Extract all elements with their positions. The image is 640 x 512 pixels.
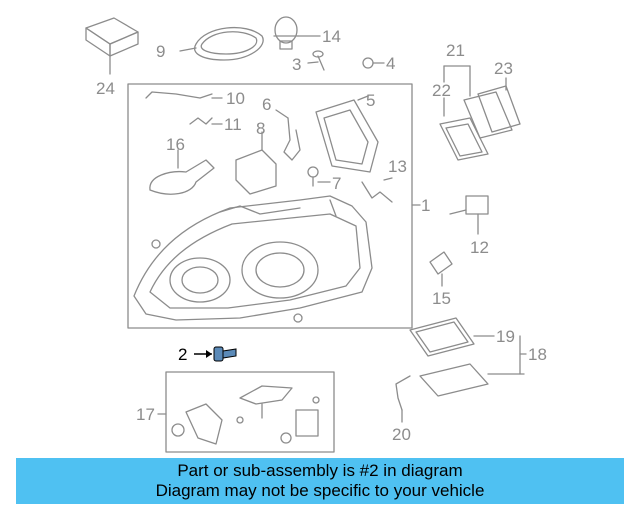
callout-18: 18 bbox=[528, 345, 547, 364]
part-24-control-module bbox=[85, 17, 139, 75]
part-6-harness bbox=[275, 109, 301, 161]
callout-16: 16 bbox=[166, 135, 185, 154]
part-11-wire bbox=[189, 117, 223, 125]
part-17-box bbox=[157, 371, 335, 453]
part-18-20-group bbox=[395, 317, 527, 423]
part-16-socket bbox=[149, 149, 215, 195]
callout-22: 22 bbox=[432, 81, 451, 100]
callout-1: 1 bbox=[421, 196, 430, 215]
callout-4: 4 bbox=[386, 54, 395, 73]
part-4-clip bbox=[362, 57, 385, 69]
callout-20: 20 bbox=[392, 425, 411, 444]
part-3-screw bbox=[307, 50, 325, 71]
caption-line-2: Diagram may not be specific to your vehi… bbox=[155, 481, 485, 500]
callout-2: 2 bbox=[178, 345, 187, 364]
part-10-wire bbox=[145, 91, 223, 99]
part-5-frame bbox=[315, 95, 379, 173]
callout-21: 21 bbox=[446, 41, 465, 60]
callout-9: 9 bbox=[156, 42, 165, 61]
headlamp-frame bbox=[127, 83, 413, 329]
part-13-wire bbox=[361, 177, 393, 203]
headlamp-assembly bbox=[133, 195, 373, 323]
callout-5: 5 bbox=[366, 91, 375, 110]
parts-diagram: 1 2 3 4 5 6 7 8 9 10 11 12 13 14 15 16 1… bbox=[85, 16, 547, 453]
callout-15: 15 bbox=[432, 289, 451, 308]
callout-11: 11 bbox=[224, 115, 242, 134]
part-7-screw bbox=[307, 166, 331, 187]
callout-8: 8 bbox=[256, 119, 265, 138]
callout-23: 23 bbox=[494, 59, 513, 78]
callout-3: 3 bbox=[292, 55, 301, 74]
callout-6: 6 bbox=[262, 95, 271, 114]
callout-24: 24 bbox=[96, 79, 115, 98]
callout-19: 19 bbox=[496, 327, 515, 346]
callout-10: 10 bbox=[226, 89, 245, 108]
part-14-bulb bbox=[273, 16, 321, 50]
part-12-bulb bbox=[449, 195, 489, 235]
part-2-highlighted-screw bbox=[194, 346, 237, 362]
part-15-clip bbox=[429, 251, 453, 287]
part-21-23-group bbox=[439, 65, 521, 161]
caption-band: Part or sub-assembly is #2 in diagram Di… bbox=[16, 458, 624, 504]
part-8-actuator bbox=[235, 131, 277, 195]
part-9-ring bbox=[179, 26, 264, 61]
callout-13: 13 bbox=[388, 157, 407, 176]
callout-12: 12 bbox=[470, 238, 489, 257]
callout-7: 7 bbox=[332, 174, 341, 193]
callout-17: 17 bbox=[136, 405, 155, 424]
caption-line-1: Part or sub-assembly is #2 in diagram bbox=[177, 461, 463, 480]
callout-14: 14 bbox=[322, 27, 341, 46]
